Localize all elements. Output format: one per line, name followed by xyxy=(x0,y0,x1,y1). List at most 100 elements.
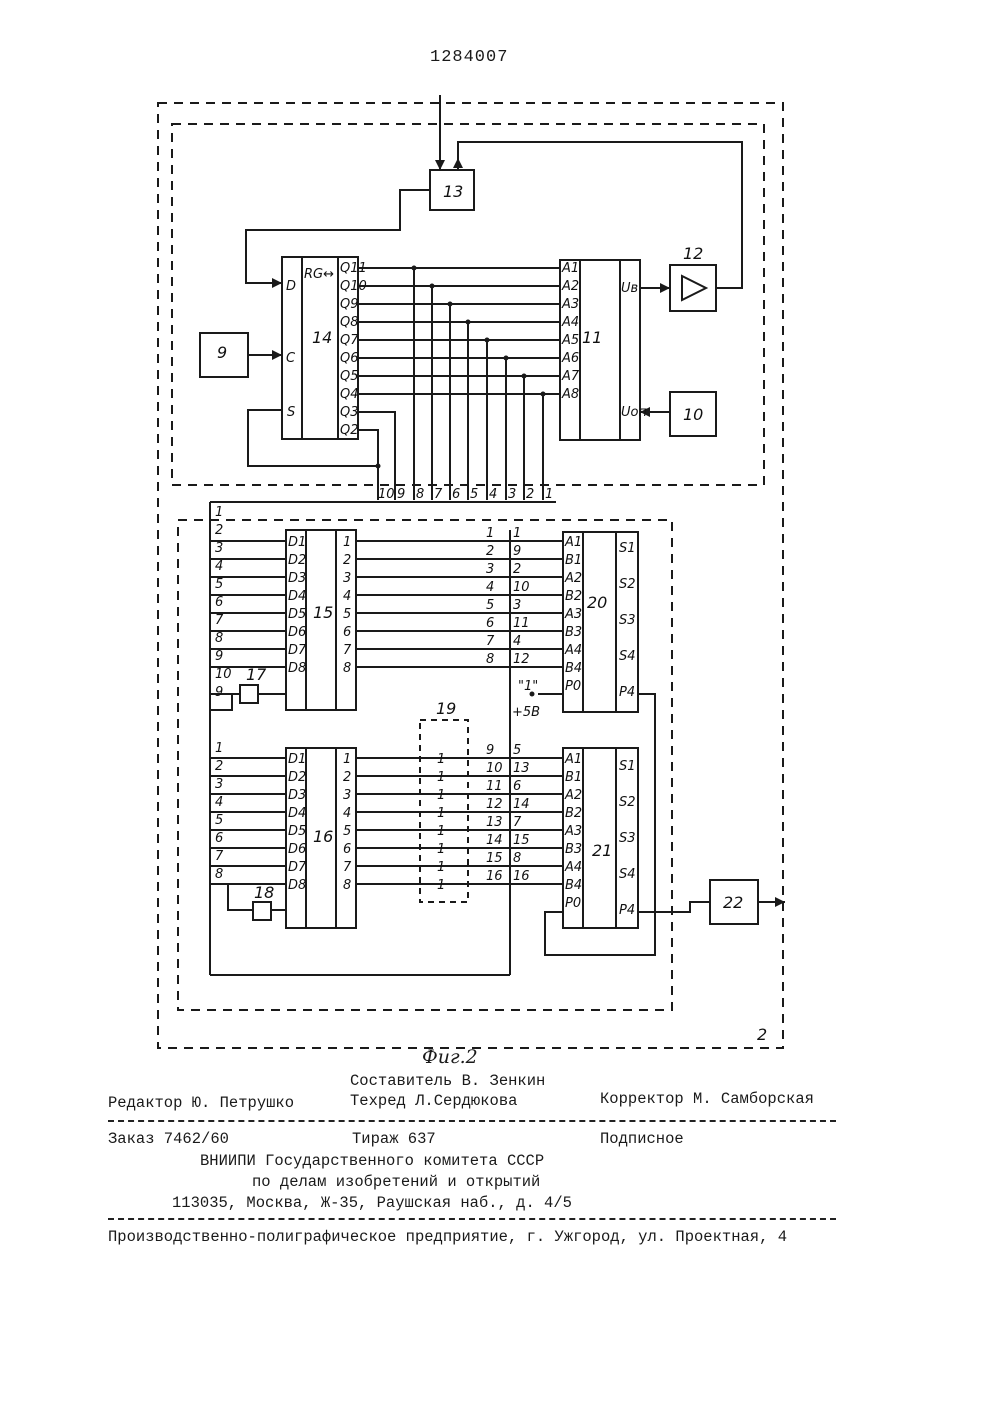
adder21-col2-3: 14 xyxy=(513,797,530,812)
adder20-out-1: S2 xyxy=(619,577,636,592)
label-12: 12 xyxy=(683,244,703,263)
adder20-in-5: B3 xyxy=(565,625,582,640)
adder20-in-0: A1 xyxy=(564,535,582,550)
org-line-2: по делам изобретений и открытий xyxy=(252,1173,540,1191)
switch19-bit-7: 1 xyxy=(437,878,445,893)
reg16-in-1: D2 xyxy=(288,770,306,785)
const-5v: +5B xyxy=(512,705,540,720)
label-11: 11 xyxy=(582,328,602,347)
bus-num-1: 9 xyxy=(397,487,405,502)
adder20-out-2: S3 xyxy=(619,613,636,628)
editor-credit: Редактор Ю. Петрушко xyxy=(108,1094,294,1112)
label-9: 9 xyxy=(217,343,227,362)
adder20-col2-5: 11 xyxy=(513,616,530,631)
adder20-col2-6: 4 xyxy=(513,634,521,649)
adder21-col1-1: 10 xyxy=(486,761,503,776)
org-line-1: ВНИИПИ Государственного комитета СССР xyxy=(200,1152,544,1170)
reg16-out-6: 7 xyxy=(343,860,352,875)
reg14-out-6: Q5 xyxy=(340,369,359,384)
switch19-bit-5: 1 xyxy=(437,842,445,857)
bus-num-5: 5 xyxy=(470,487,478,502)
adder21-col1-5: 14 xyxy=(486,833,503,848)
bus-num-9: 1 xyxy=(545,487,553,502)
dac11-in-5: A6 xyxy=(561,351,579,366)
reg16-out-4: 5 xyxy=(343,824,351,839)
switch19-bit-2: 1 xyxy=(437,788,445,803)
adder21-in-0: A1 xyxy=(564,752,582,767)
bus-num-6: 4 xyxy=(489,487,497,502)
adder20-in-2: A2 xyxy=(564,571,582,586)
reg16-out-1: 2 xyxy=(343,770,351,785)
reg14-out-2: Q9 xyxy=(340,297,359,312)
reg16-in-3: D4 xyxy=(288,806,306,821)
adder21-col2-0: 5 xyxy=(513,743,521,758)
reg15-out-1: 2 xyxy=(343,553,351,568)
dac11-in-7: A8 xyxy=(561,387,579,402)
left-bus-bottom-2: 3 xyxy=(215,777,223,792)
reg16-in-7: D8 xyxy=(288,878,306,893)
reg15-out-6: 7 xyxy=(343,643,352,658)
adder20-out-0: S1 xyxy=(619,541,636,556)
left-bus-top-3: 4 xyxy=(215,559,223,574)
dac11-in-3: A4 xyxy=(561,315,579,330)
dac11-in-1: A2 xyxy=(561,279,579,294)
bus-num-2: 8 xyxy=(416,487,424,502)
reg15-in-3: D4 xyxy=(288,589,306,604)
adder20-col1-0: 1 xyxy=(486,526,494,541)
bus-num-0: 10 xyxy=(378,487,395,502)
reg16-out-3: 4 xyxy=(343,806,351,821)
left-bus-top-6: 7 xyxy=(215,613,224,628)
adder20-in-3: B2 xyxy=(565,589,582,604)
left-bus-bottom-7: 8 xyxy=(215,867,223,882)
subscription-note: Подписное xyxy=(600,1130,684,1148)
adder21-col1-6: 15 xyxy=(486,851,503,866)
switch19-bit-4: 1 xyxy=(437,824,445,839)
adder20-col1-4: 5 xyxy=(486,598,494,613)
reg16-in-0: D1 xyxy=(288,752,306,767)
reg16-in-5: D6 xyxy=(288,842,306,857)
reg14-out-5: Q6 xyxy=(340,351,359,366)
adder21-in-7: B4 xyxy=(565,878,582,893)
adder21-col1-3: 12 xyxy=(486,797,503,812)
adder20-out-3: S4 xyxy=(619,649,636,664)
reg16-out-7: 8 xyxy=(343,878,351,893)
left-bus-bottom-6: 7 xyxy=(215,849,224,864)
switch19-bit-3: 1 xyxy=(437,806,445,821)
adder20-col2-2: 2 xyxy=(513,562,521,577)
dac11-in-0: A1 xyxy=(561,261,579,276)
adder20-in-6: A4 xyxy=(564,643,582,658)
printer-line: Производственно-полиграфическое предприя… xyxy=(108,1228,787,1246)
adder21-in-8: P0 xyxy=(565,896,581,911)
reg15-out-4: 5 xyxy=(343,607,351,622)
reg15-in-7: D8 xyxy=(288,661,306,676)
circulation: Тираж 637 xyxy=(352,1130,436,1148)
adder20-col1-7: 8 xyxy=(486,652,494,667)
left-bus-top-8: 9 xyxy=(215,649,223,664)
adder21-col1-0: 9 xyxy=(486,743,494,758)
bus-num-7: 3 xyxy=(508,487,516,502)
reg14-out-0: Q11 xyxy=(340,261,367,276)
reg15-in-6: D7 xyxy=(288,643,307,658)
order-number: Заказ 7462/60 xyxy=(108,1130,229,1148)
bus-num-8: 2 xyxy=(526,487,534,502)
bus-num-3: 7 xyxy=(434,487,443,502)
adder21-out-0: S1 xyxy=(619,759,636,774)
circuit-schematic: 13 14 9 11 12 10 15 16 17 18 19 20 21 22… xyxy=(0,0,1000,1060)
reg14-pin-s: S xyxy=(287,405,295,420)
adder21-col2-6: 8 xyxy=(513,851,521,866)
label-10: 10 xyxy=(683,405,703,424)
adder21-in-1: B1 xyxy=(565,770,582,785)
adder20-in-1: B1 xyxy=(565,553,582,568)
left-bus-top-2: 3 xyxy=(215,541,223,556)
reg15-in-0: D1 xyxy=(288,535,306,550)
left-bus-top-9: 10 xyxy=(215,667,232,682)
reg14-out-8: Q3 xyxy=(340,405,359,420)
label-2: 2 xyxy=(757,1025,767,1044)
techred-credit: Техред Л.Сердюкова xyxy=(350,1092,517,1110)
adder20-col1-1: 2 xyxy=(486,544,494,559)
label-13: 13 xyxy=(443,182,463,201)
adder21-in-4: A3 xyxy=(564,824,582,839)
label-16: 16 xyxy=(313,827,333,846)
block-18 xyxy=(253,902,271,920)
